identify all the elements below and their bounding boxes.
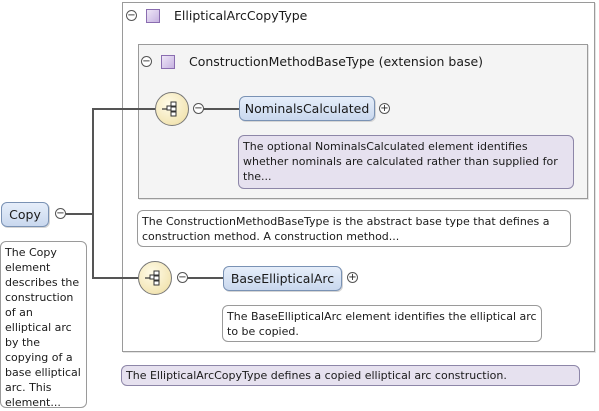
collapse-icon[interactable]: − — [177, 271, 188, 283]
complex-type-icon — [161, 54, 175, 69]
sequence-compositor-icon[interactable] — [138, 261, 172, 295]
annotation-text: The BaseEllipticalArc element identifies… — [227, 310, 537, 338]
element-name: BaseEllipticalArc — [230, 271, 335, 286]
sequence-icon — [145, 270, 160, 286]
collapse-icon[interactable]: − — [193, 102, 204, 114]
annotation-nominals-calculated: The optional NominalsCalculated element … — [238, 135, 574, 189]
collapse-icon[interactable]: − — [55, 207, 66, 219]
annotation-outer-type: The EllipticalArcCopyType defines a copi… — [121, 365, 580, 386]
sequence-icon — [162, 101, 177, 117]
connector-line — [92, 277, 140, 279]
element-nominals-calculated[interactable]: NominalsCalculated — [239, 96, 375, 121]
expand-icon[interactable]: + — [379, 102, 390, 114]
complex-type-icon — [146, 8, 160, 23]
base-type-header: − ConstructionMethodBaseType (extension … — [141, 54, 483, 69]
element-name: Copy — [9, 207, 41, 222]
annotation-copy: The Copy element describes the construct… — [0, 241, 87, 409]
annotation-base-type: The ConstructionMethodBaseType is the ab… — [137, 210, 571, 247]
element-copy[interactable]: Copy — [1, 202, 49, 227]
annotation-text: The optional NominalsCalculated element … — [243, 140, 558, 183]
collapse-icon[interactable]: − — [141, 55, 152, 67]
element-name: NominalsCalculated — [244, 101, 370, 116]
connector-line — [92, 108, 94, 278]
connector-line — [66, 213, 94, 215]
annotation-base-elliptical-arc: The BaseEllipticalArc element identifies… — [222, 305, 542, 342]
element-base-elliptical-arc[interactable]: BaseEllipticalArc — [223, 266, 342, 291]
base-type-name: ConstructionMethodBaseType (extension ba… — [189, 54, 484, 69]
annotation-text: The ConstructionMethodBaseType is the ab… — [142, 215, 550, 243]
sequence-compositor-icon[interactable] — [155, 92, 189, 126]
outer-type-header: − EllipticalArcCopyType — [126, 8, 307, 23]
annotation-text: The EllipticalArcCopyType defines a copi… — [126, 369, 507, 382]
annotation-text: The Copy element describes the construct… — [5, 246, 81, 409]
expand-icon[interactable]: + — [347, 271, 358, 283]
outer-type-name: EllipticalArcCopyType — [174, 8, 308, 23]
connector-line — [203, 108, 239, 110]
collapse-icon[interactable]: − — [126, 9, 137, 21]
connector-line — [187, 277, 223, 279]
connector-line — [92, 108, 156, 110]
